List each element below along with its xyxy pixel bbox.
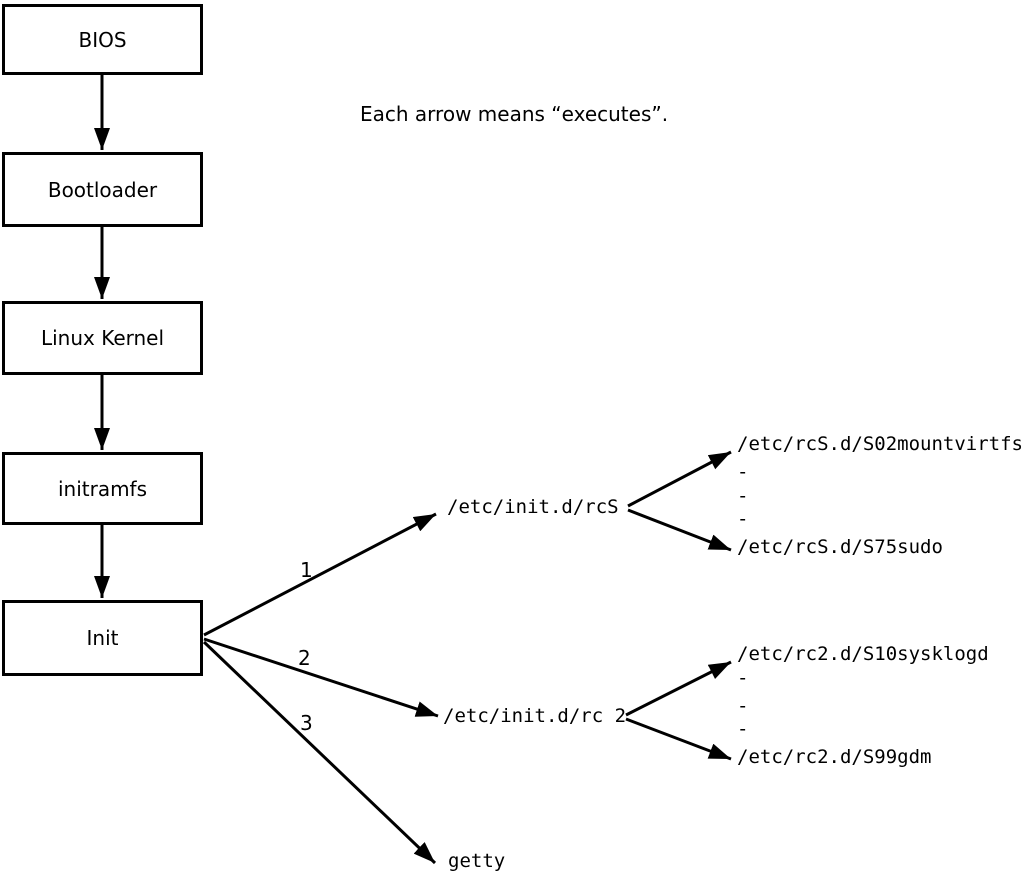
- node-bootloader: Bootloader: [2, 152, 203, 227]
- rc2-script-ellipsis-2: -: [737, 695, 749, 717]
- target-rcs-script: /etc/init.d/rcS: [447, 496, 619, 518]
- arrow-rc2-to-s10: [625, 660, 732, 717]
- rc2-script-s99gdm: /etc/rc2.d/S99gdm: [737, 746, 932, 768]
- arrow-rcs-to-s75: [627, 508, 732, 552]
- rc2-script-s10sysklogd: /etc/rc2.d/S10sysklogd: [737, 643, 989, 665]
- arrow-init-to-rc2: [203, 637, 439, 718]
- node-init: Init: [2, 600, 203, 676]
- branch-3-label: 3: [300, 711, 313, 735]
- arrow-rc2-to-s99: [625, 717, 732, 761]
- node-init-label: Init: [86, 626, 119, 650]
- arrow-rcs-to-s02: [627, 450, 732, 508]
- node-initramfs-label: initramfs: [57, 476, 148, 501]
- arrow-init-to-getty: [202, 640, 437, 865]
- rcs-script-s75sudo: /etc/rcS.d/S75sudo: [737, 536, 943, 558]
- arrow-init-to-rcs: [203, 512, 437, 637]
- node-linux-kernel-label: Linux Kernel: [40, 326, 165, 350]
- node-linux-kernel: Linux Kernel: [2, 301, 203, 375]
- rcs-script-s02mountvirtfs: /etc/rcS.d/S02mountvirtfs: [737, 433, 1023, 455]
- node-bios-label: BIOS: [78, 27, 127, 52]
- rc2-script-ellipsis-3: -: [737, 718, 749, 740]
- branch-1-label: 1: [300, 558, 313, 582]
- rc2-script-ellipsis-1: -: [737, 667, 749, 689]
- node-bootloader-label: Bootloader: [47, 177, 158, 202]
- rcs-script-ellipsis-1: -: [737, 461, 749, 483]
- node-bios: BIOS: [2, 4, 203, 75]
- target-rc2-script: /etc/init.d/rc 2: [443, 705, 627, 727]
- rcs-script-ellipsis-2: -: [737, 485, 749, 507]
- diagram-caption: Each arrow means “executes”.: [360, 102, 669, 126]
- node-initramfs: initramfs: [2, 452, 203, 525]
- rcs-script-ellipsis-3: -: [737, 508, 749, 530]
- branch-2-label: 2: [298, 646, 311, 670]
- target-getty: getty: [448, 850, 506, 872]
